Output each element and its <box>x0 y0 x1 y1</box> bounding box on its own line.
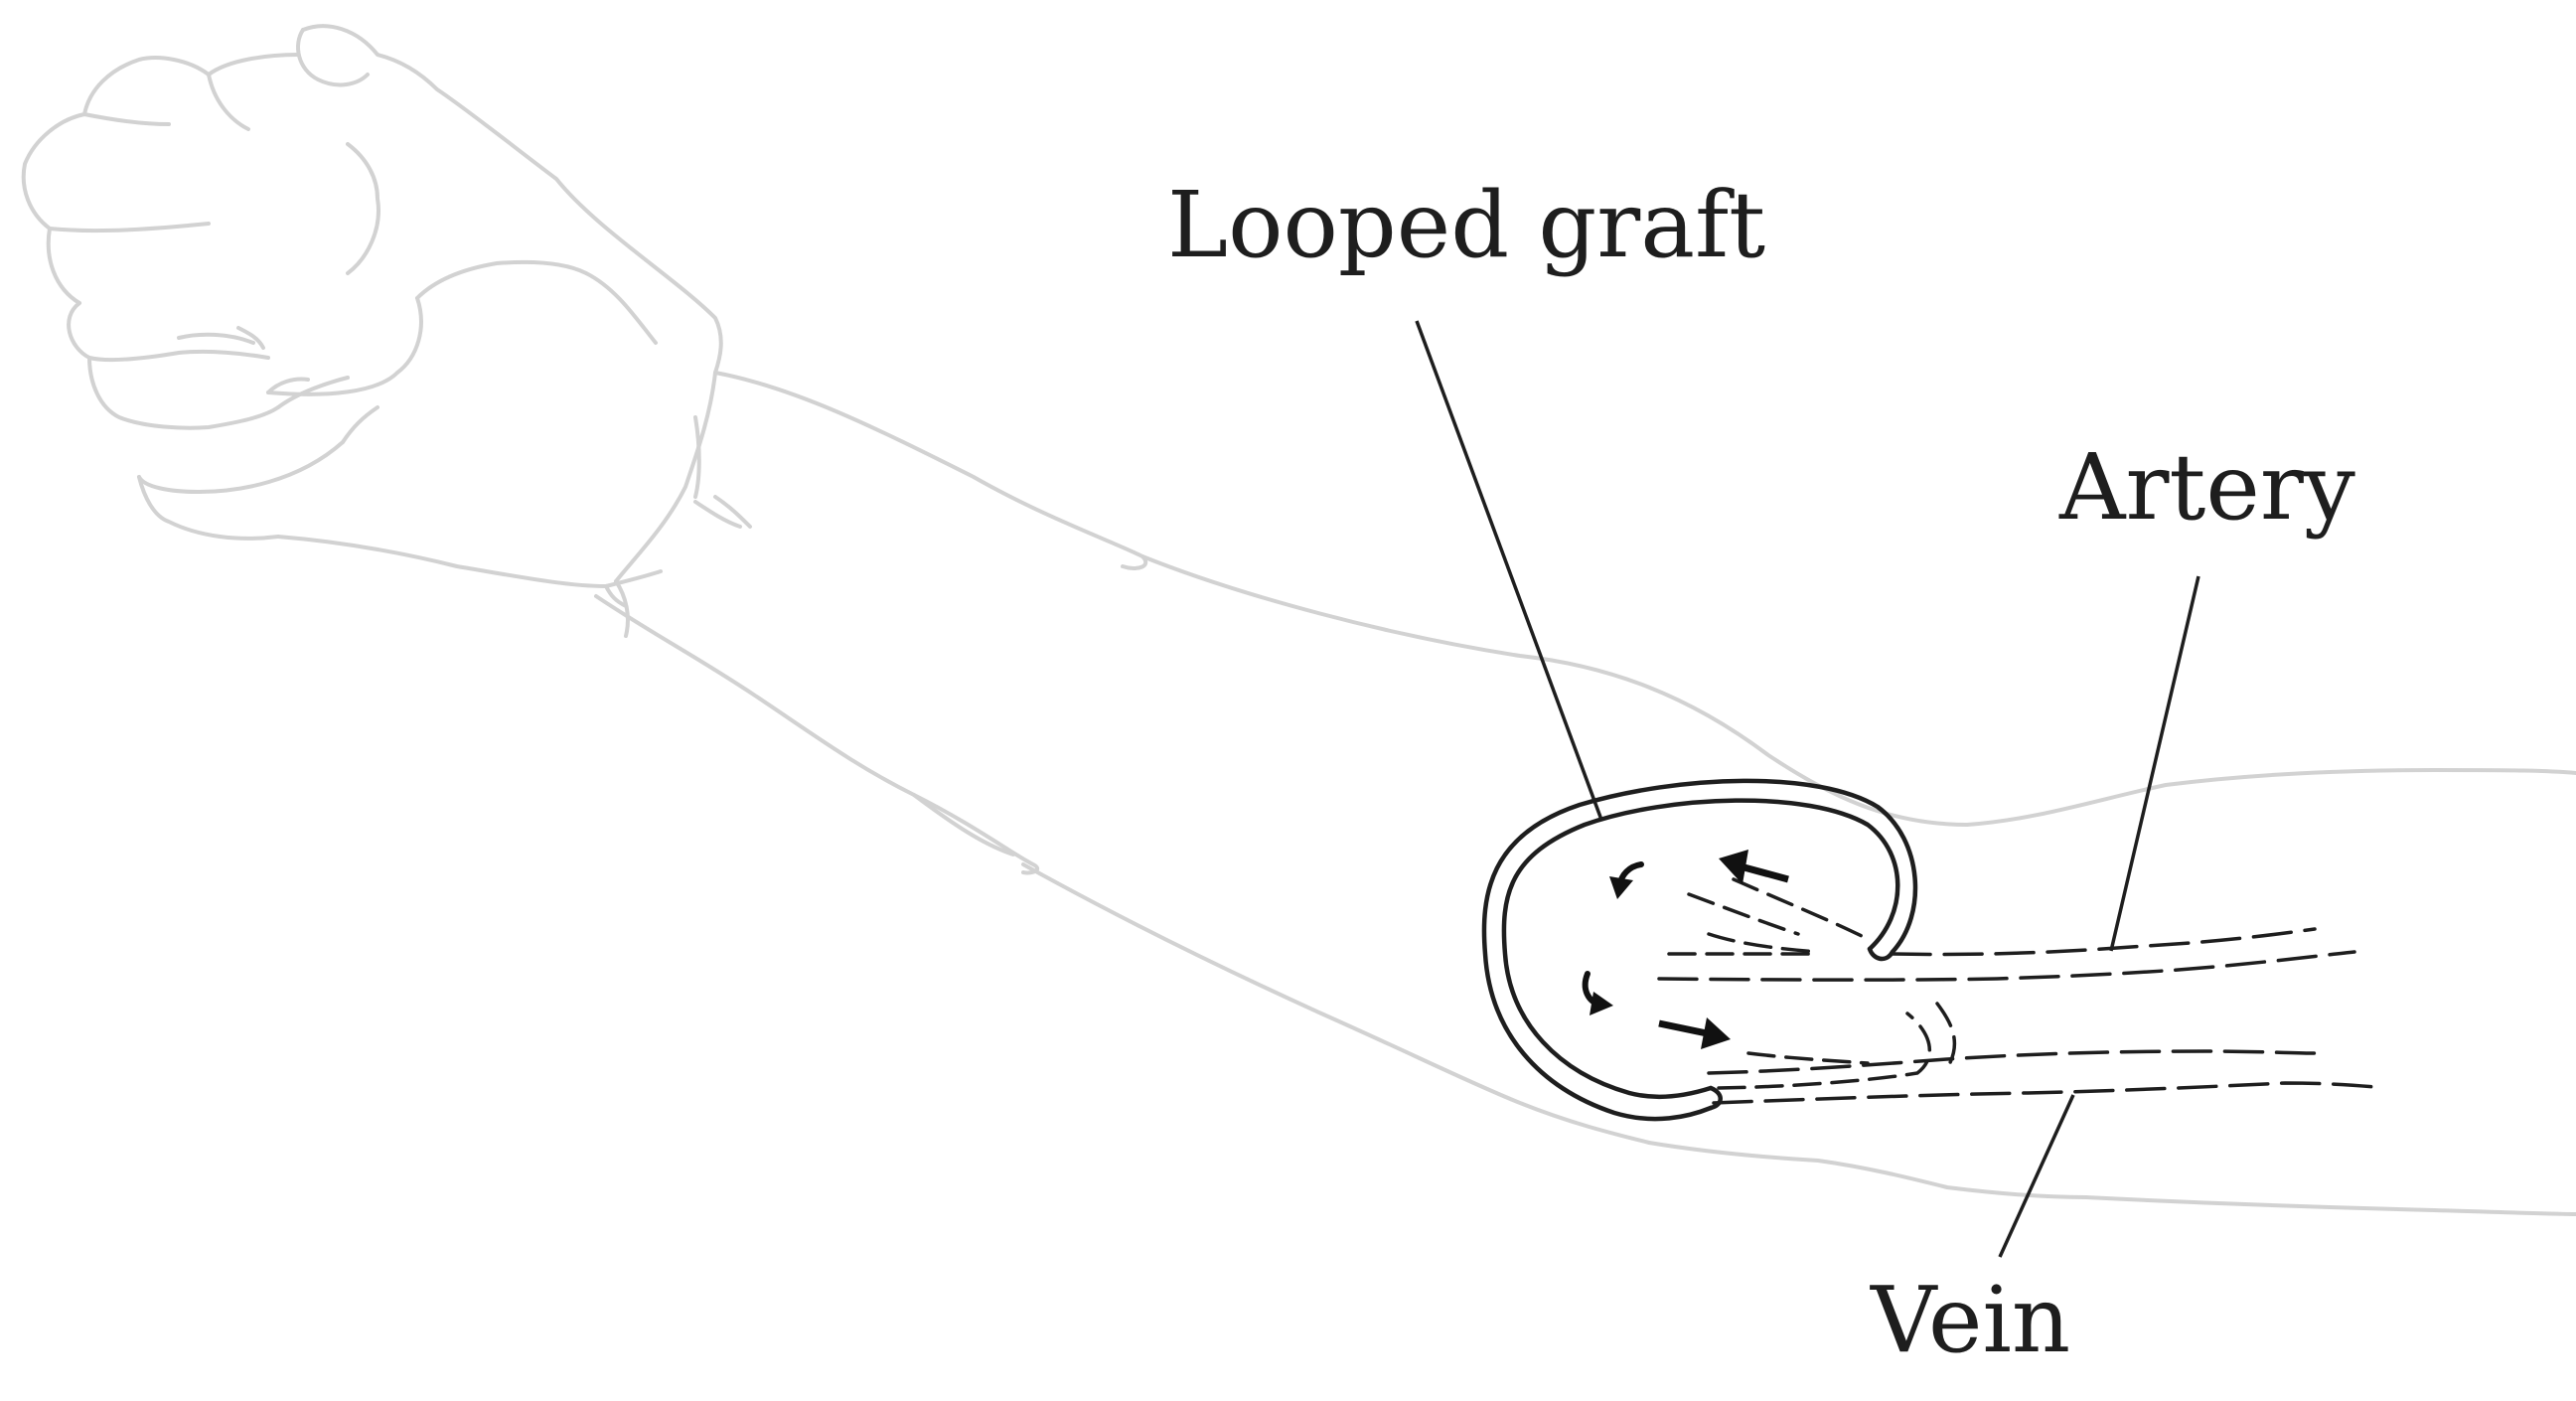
arrow-right-bottom <box>1658 1017 1731 1049</box>
label-vein: Vein <box>1870 1267 2070 1373</box>
leader-line-vein <box>1998 1094 2075 1258</box>
flow-arrows <box>1582 850 1789 1049</box>
leader-line-looped-graft <box>1415 320 1603 821</box>
arrow-curve-top <box>1609 861 1644 899</box>
label-looped-graft: Looped graft <box>1167 172 1765 278</box>
looped-graft-tube <box>1481 778 1918 1122</box>
vein-vessel <box>1707 1002 2376 1105</box>
artery-vessel <box>1657 877 2356 982</box>
arrow-curve-bottom <box>1582 971 1613 1015</box>
arm-outline <box>21 24 2576 1216</box>
arrow-left-top <box>1719 850 1789 884</box>
label-artery: Artery <box>2058 434 2355 541</box>
leader-line-artery <box>2109 575 2200 952</box>
